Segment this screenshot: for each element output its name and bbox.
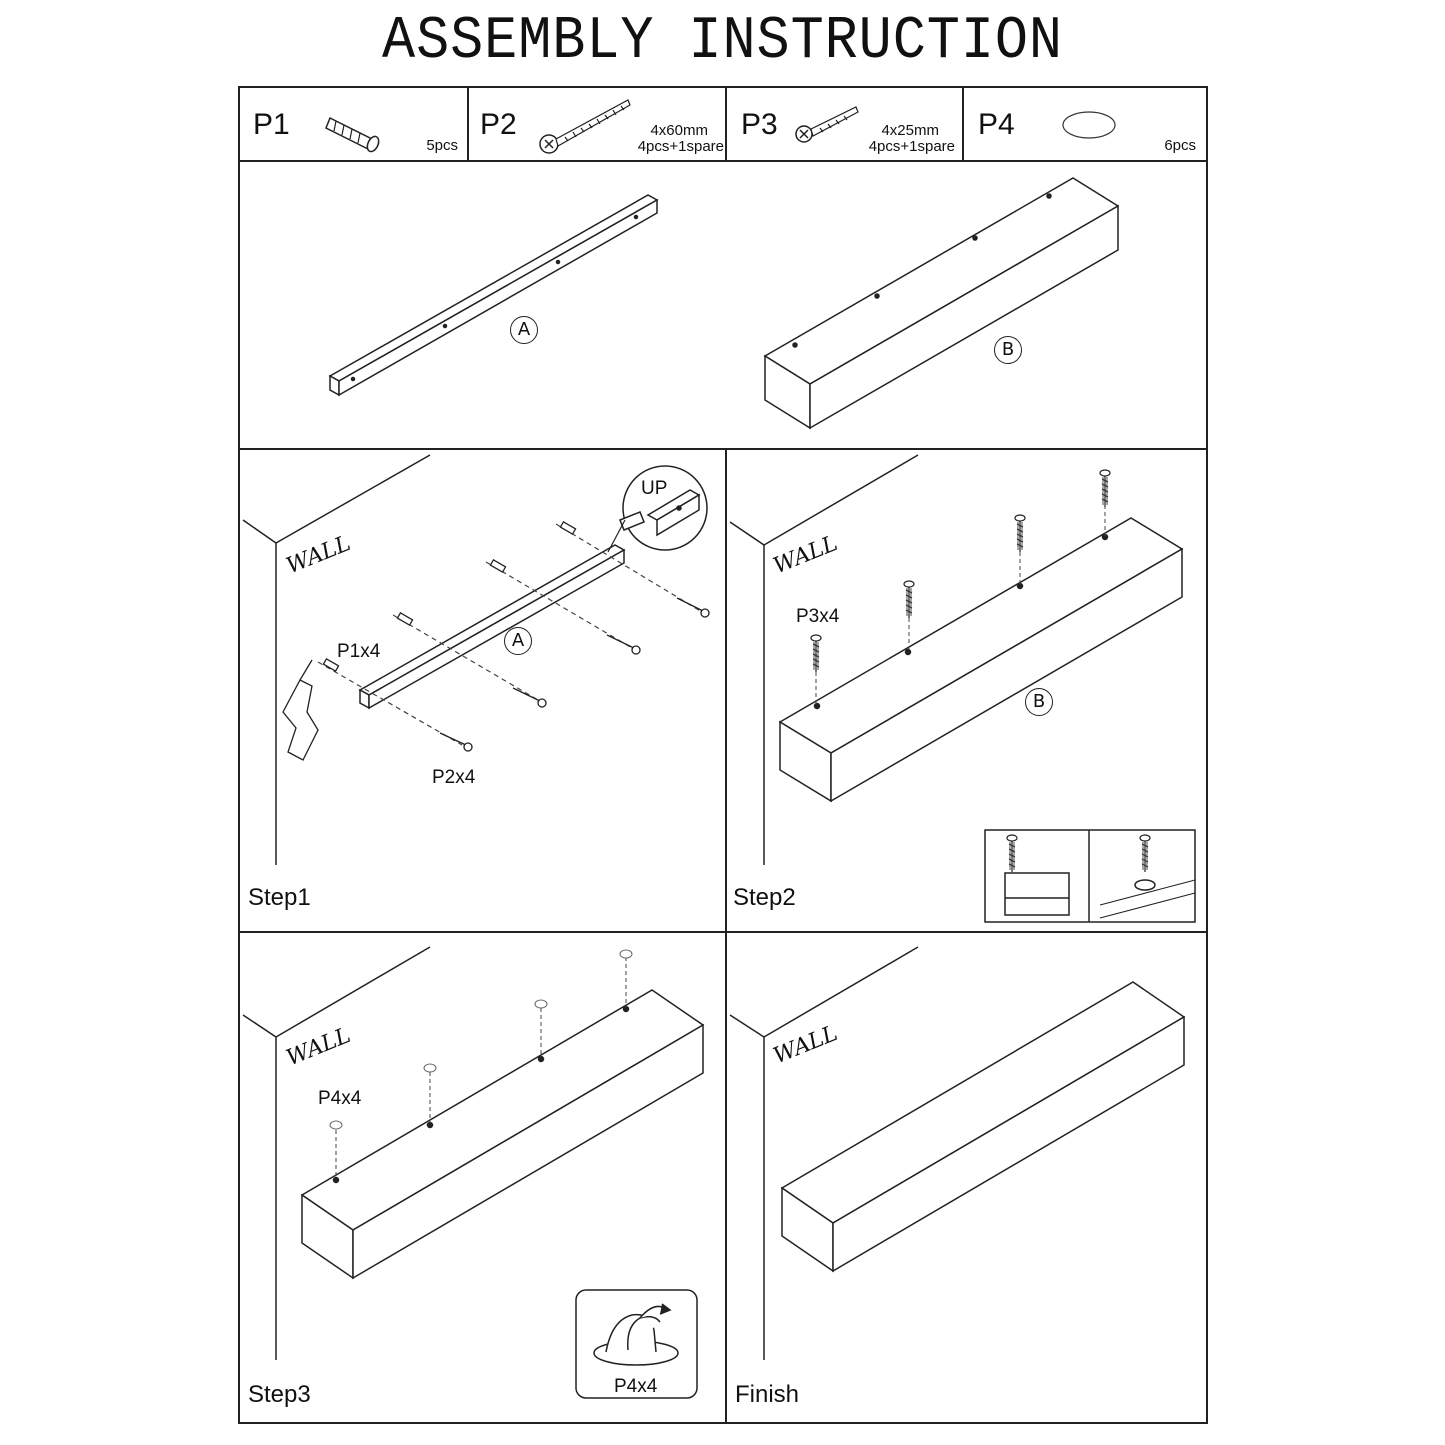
instruction-sheet bbox=[238, 86, 1208, 1424]
screw-callout: P3x4 bbox=[796, 606, 840, 627]
short-screw-icon bbox=[795, 106, 859, 143]
part-id: P4 bbox=[978, 108, 1015, 141]
peel-sticker-inset bbox=[575, 1289, 698, 1399]
wall-anchor-icon bbox=[325, 116, 380, 153]
alignment-lines bbox=[815, 505, 1106, 705]
part-a-badge: A bbox=[504, 627, 532, 655]
page-title: ASSEMBLY INSTRUCTION bbox=[382, 8, 1063, 76]
part-b-badge: B bbox=[994, 336, 1022, 364]
rail-a-step1 bbox=[358, 544, 626, 710]
divider bbox=[725, 448, 727, 1424]
cap-callout: P4x4 bbox=[318, 1088, 362, 1109]
divider bbox=[725, 86, 727, 162]
divider bbox=[238, 931, 1208, 933]
part-a-badge: A bbox=[510, 316, 538, 344]
part-qty: 5pcs bbox=[426, 137, 458, 154]
step3-label: Step3 bbox=[248, 1381, 311, 1408]
anchor-group bbox=[322, 521, 577, 672]
anchor-callout: P1x4 bbox=[337, 641, 381, 662]
cap-group bbox=[329, 949, 633, 1130]
part-qty: 6pcs bbox=[1164, 137, 1196, 154]
wall-corner bbox=[242, 946, 431, 1360]
wall-corner bbox=[729, 946, 919, 1360]
rail-a bbox=[328, 194, 659, 397]
wall-corner bbox=[242, 454, 431, 865]
divider bbox=[467, 86, 469, 162]
finish-label: Finish bbox=[735, 1381, 800, 1408]
shelf-finished bbox=[780, 981, 1186, 1273]
part-id: P2 bbox=[480, 108, 517, 141]
step1-label: Step1 bbox=[248, 884, 311, 911]
part-id: P1 bbox=[253, 108, 290, 141]
alignment-lines bbox=[317, 523, 703, 746]
up-label: UP bbox=[641, 478, 668, 499]
wall-corner bbox=[729, 454, 919, 865]
screw-callout: P2x4 bbox=[432, 767, 476, 788]
long-screw-icon bbox=[539, 99, 631, 154]
leader-line bbox=[607, 519, 626, 553]
cover-cap-icon bbox=[1062, 111, 1116, 139]
up-detail bbox=[619, 465, 708, 551]
cap-inset-label: P4x4 bbox=[614, 1376, 658, 1397]
part-size: 4x60mm bbox=[650, 122, 708, 139]
part-b-badge: B bbox=[1025, 688, 1053, 716]
divider bbox=[238, 448, 1208, 450]
detail-inset bbox=[984, 829, 1196, 923]
part-id: P3 bbox=[741, 108, 778, 141]
step2-label: Step2 bbox=[733, 884, 796, 911]
divider bbox=[238, 160, 1208, 162]
screw-group bbox=[439, 597, 710, 752]
part-size: 4x25mm bbox=[881, 122, 939, 139]
shelf-b-step2 bbox=[778, 517, 1184, 803]
divider bbox=[962, 86, 964, 162]
part-qty: 4pcs+1spare bbox=[868, 138, 955, 155]
alignment-lines bbox=[335, 957, 627, 1178]
drill-icon bbox=[282, 659, 319, 761]
shelf-b bbox=[763, 177, 1120, 430]
shelf-b-step3 bbox=[300, 989, 705, 1280]
part-qty: 4pcs+1spare bbox=[637, 138, 724, 155]
